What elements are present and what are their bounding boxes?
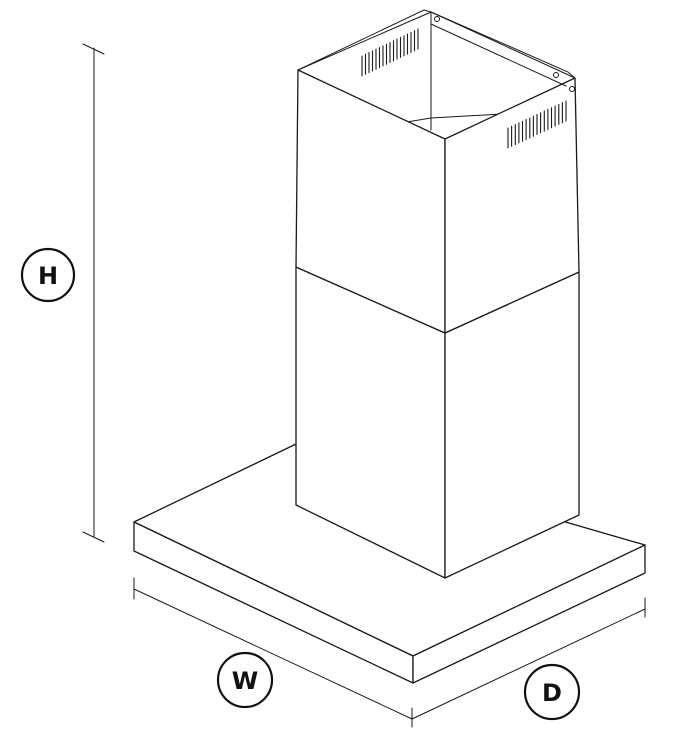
height-dimension-tick-bottom bbox=[82, 531, 105, 543]
chimney-upper-section bbox=[295, 9, 580, 334]
depth-dimension-line bbox=[411, 608, 646, 720]
width-dimension-line bbox=[133, 588, 413, 720]
depth-dimension: D bbox=[411, 597, 646, 721]
width-dimension: W bbox=[133, 577, 413, 728]
top-rim-inner-line bbox=[430, 23, 567, 87]
canopy-side-face bbox=[412, 544, 646, 684]
height-badge bbox=[20, 247, 76, 303]
depth-badge bbox=[523, 663, 581, 721]
mounting-hole-right bbox=[553, 72, 559, 78]
height-label: H bbox=[38, 262, 58, 290]
width-badge bbox=[216, 651, 274, 709]
vent-slots-right bbox=[507, 100, 567, 149]
top-rim-right-flange bbox=[430, 11, 576, 79]
top-rim-left-flange bbox=[297, 9, 432, 71]
depth-label: D bbox=[542, 679, 562, 707]
mounting-hole-top bbox=[434, 16, 440, 22]
height-dimension-tick-top bbox=[82, 43, 105, 55]
height-dimension: H bbox=[20, 43, 105, 543]
vent-slots-left bbox=[361, 28, 419, 77]
upper-chimney-right-face bbox=[444, 77, 580, 334]
mounting-hole-corner bbox=[569, 86, 575, 92]
chimney-lower-section bbox=[295, 266, 580, 579]
width-label: W bbox=[232, 667, 258, 695]
